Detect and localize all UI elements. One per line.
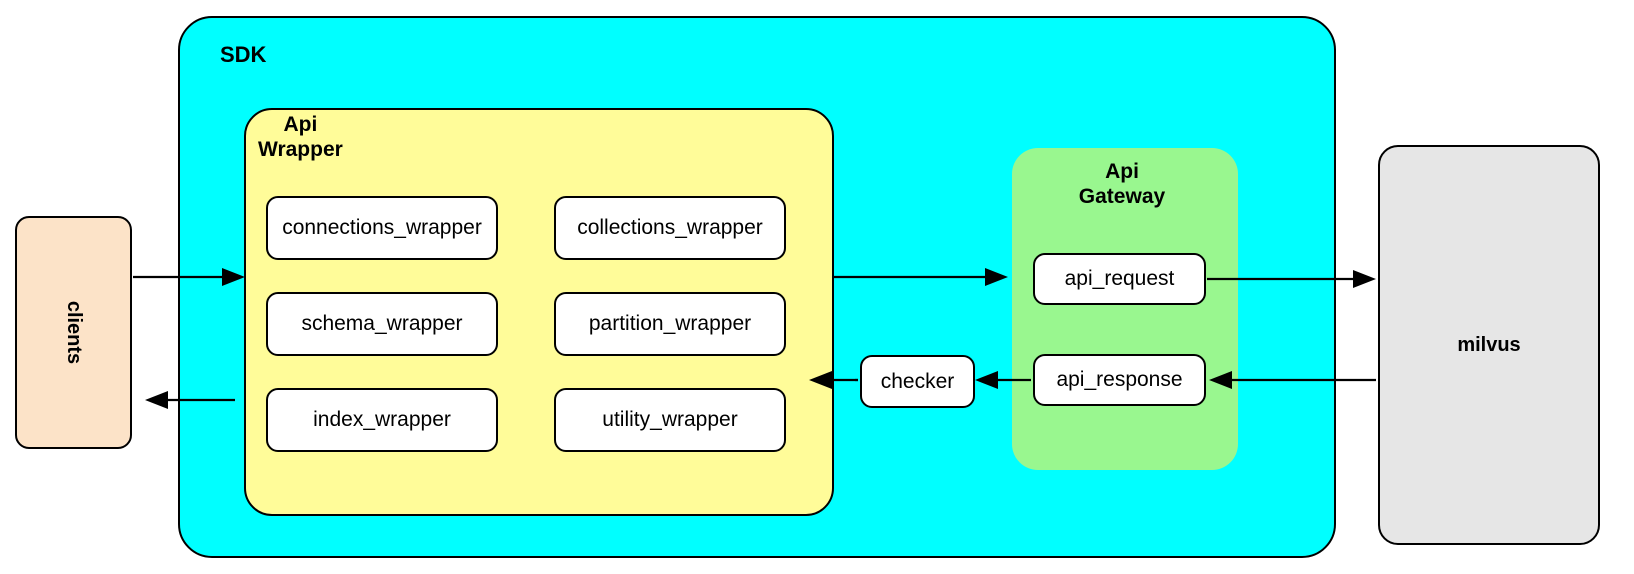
module-connections-wrapper[interactable]: connections_wrapper <box>266 196 498 260</box>
checker-box[interactable]: checker <box>860 355 975 408</box>
milvus-box[interactable]: milvus <box>1378 145 1600 545</box>
module-index-wrapper[interactable]: index_wrapper <box>266 388 498 452</box>
api-gateway-container[interactable] <box>1012 148 1238 470</box>
module-partition-wrapper[interactable]: partition_wrapper <box>554 292 786 356</box>
clients-box[interactable]: clients <box>15 216 132 449</box>
api-gateway-title: Api Gateway <box>1078 160 1166 208</box>
module-utility-wrapper[interactable]: utility_wrapper <box>554 388 786 452</box>
module-schema-wrapper[interactable]: schema_wrapper <box>266 292 498 356</box>
module-collections-wrapper[interactable]: collections_wrapper <box>554 196 786 260</box>
module-label: utility_wrapper <box>602 408 738 431</box>
api-response-label: api_response <box>1056 368 1183 391</box>
module-label: connections_wrapper <box>282 216 482 239</box>
milvus-label: milvus <box>1457 333 1521 356</box>
module-label: collections_wrapper <box>577 216 763 239</box>
clients-label: clients <box>62 300 85 365</box>
checker-label: checker <box>880 369 955 393</box>
api-request-label: api_request <box>1064 267 1175 290</box>
sdk-title: SDK <box>220 42 267 67</box>
module-label: schema_wrapper <box>301 312 463 335</box>
api-wrapper-title: Api Wrapper <box>258 113 343 161</box>
api-request-box[interactable]: api_request <box>1033 253 1206 305</box>
api-response-box[interactable]: api_response <box>1033 354 1206 406</box>
module-label: partition_wrapper <box>588 312 752 335</box>
module-label: index_wrapper <box>313 408 451 431</box>
